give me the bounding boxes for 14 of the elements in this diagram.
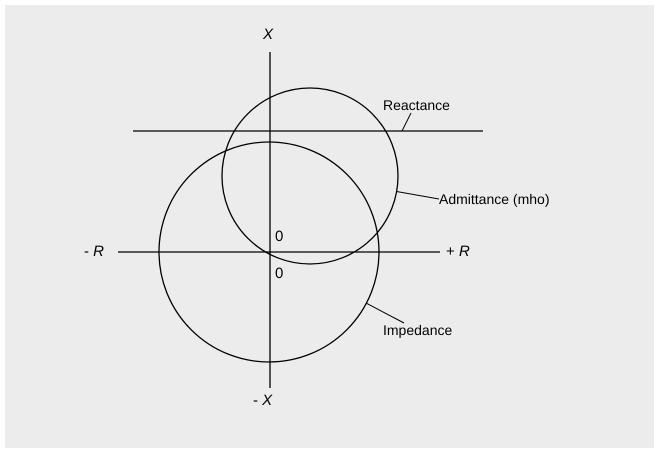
axis-label: - R [84,243,104,260]
leader-line [402,112,412,132]
axis-label: - X [253,392,272,409]
axis-label: X [263,26,274,43]
origin-label: 0 [275,265,284,282]
impedance-circle [158,141,380,363]
impedance-label: Impedance [383,322,452,338]
leader-line [396,190,440,200]
axis-label: + R [446,243,470,260]
admittance-label: Admittance (mho) [439,191,550,207]
origin-label: 0 [275,228,284,245]
leader-line [366,302,404,324]
reactance-line [133,130,483,132]
reactance-label: Reactance [383,97,450,113]
